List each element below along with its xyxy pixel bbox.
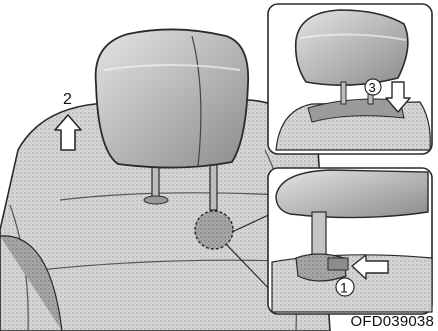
headrest	[96, 29, 249, 167]
step-3-label: 3	[369, 80, 376, 95]
step-1-label: 1	[340, 280, 348, 296]
release-button-inset: 1	[268, 168, 432, 314]
figure-code: OFD039038	[350, 313, 434, 330]
lowering-inset: 3	[268, 4, 432, 154]
step-2-label: 2	[63, 91, 72, 108]
